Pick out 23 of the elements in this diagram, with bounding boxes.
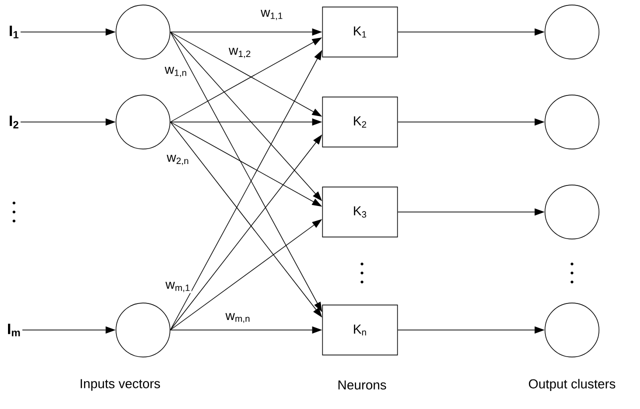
- column-label: Inputs vectors: [80, 379, 160, 391]
- input-label: I$_{2}$: [10, 116, 18, 128]
- neuron-box: K$_{3}$: [322, 186, 398, 238]
- output-node: [544, 4, 600, 60]
- input-node: [116, 94, 170, 150]
- input-node: [116, 4, 170, 60]
- column-label: Output clusters: [528, 378, 616, 392]
- input-label: I$_{m}$: [8, 324, 20, 336]
- edge-label: w$_{1,1}$: [260, 8, 284, 22]
- output-node: [544, 184, 600, 240]
- input-node: [116, 302, 170, 358]
- neuron-box: K$_{2}$: [322, 96, 398, 148]
- input-label: I$_{1}$: [10, 26, 18, 38]
- output-node: [544, 302, 600, 358]
- edge-label: w$_{1,2}$: [228, 46, 252, 60]
- edge-label: w$_{m,n}$: [224, 312, 252, 324]
- neuron-box: K$_{n}$: [322, 304, 398, 356]
- output-node: [544, 94, 600, 150]
- edge-label: w$_{1,n}$: [164, 66, 188, 78]
- edge-label: w$_{2,n}$: [166, 154, 190, 166]
- neuron-box: K$_{1}$: [322, 6, 398, 58]
- edge-label: w$_{m,1}$: [164, 280, 192, 294]
- column-label: Neurons: [338, 380, 386, 390]
